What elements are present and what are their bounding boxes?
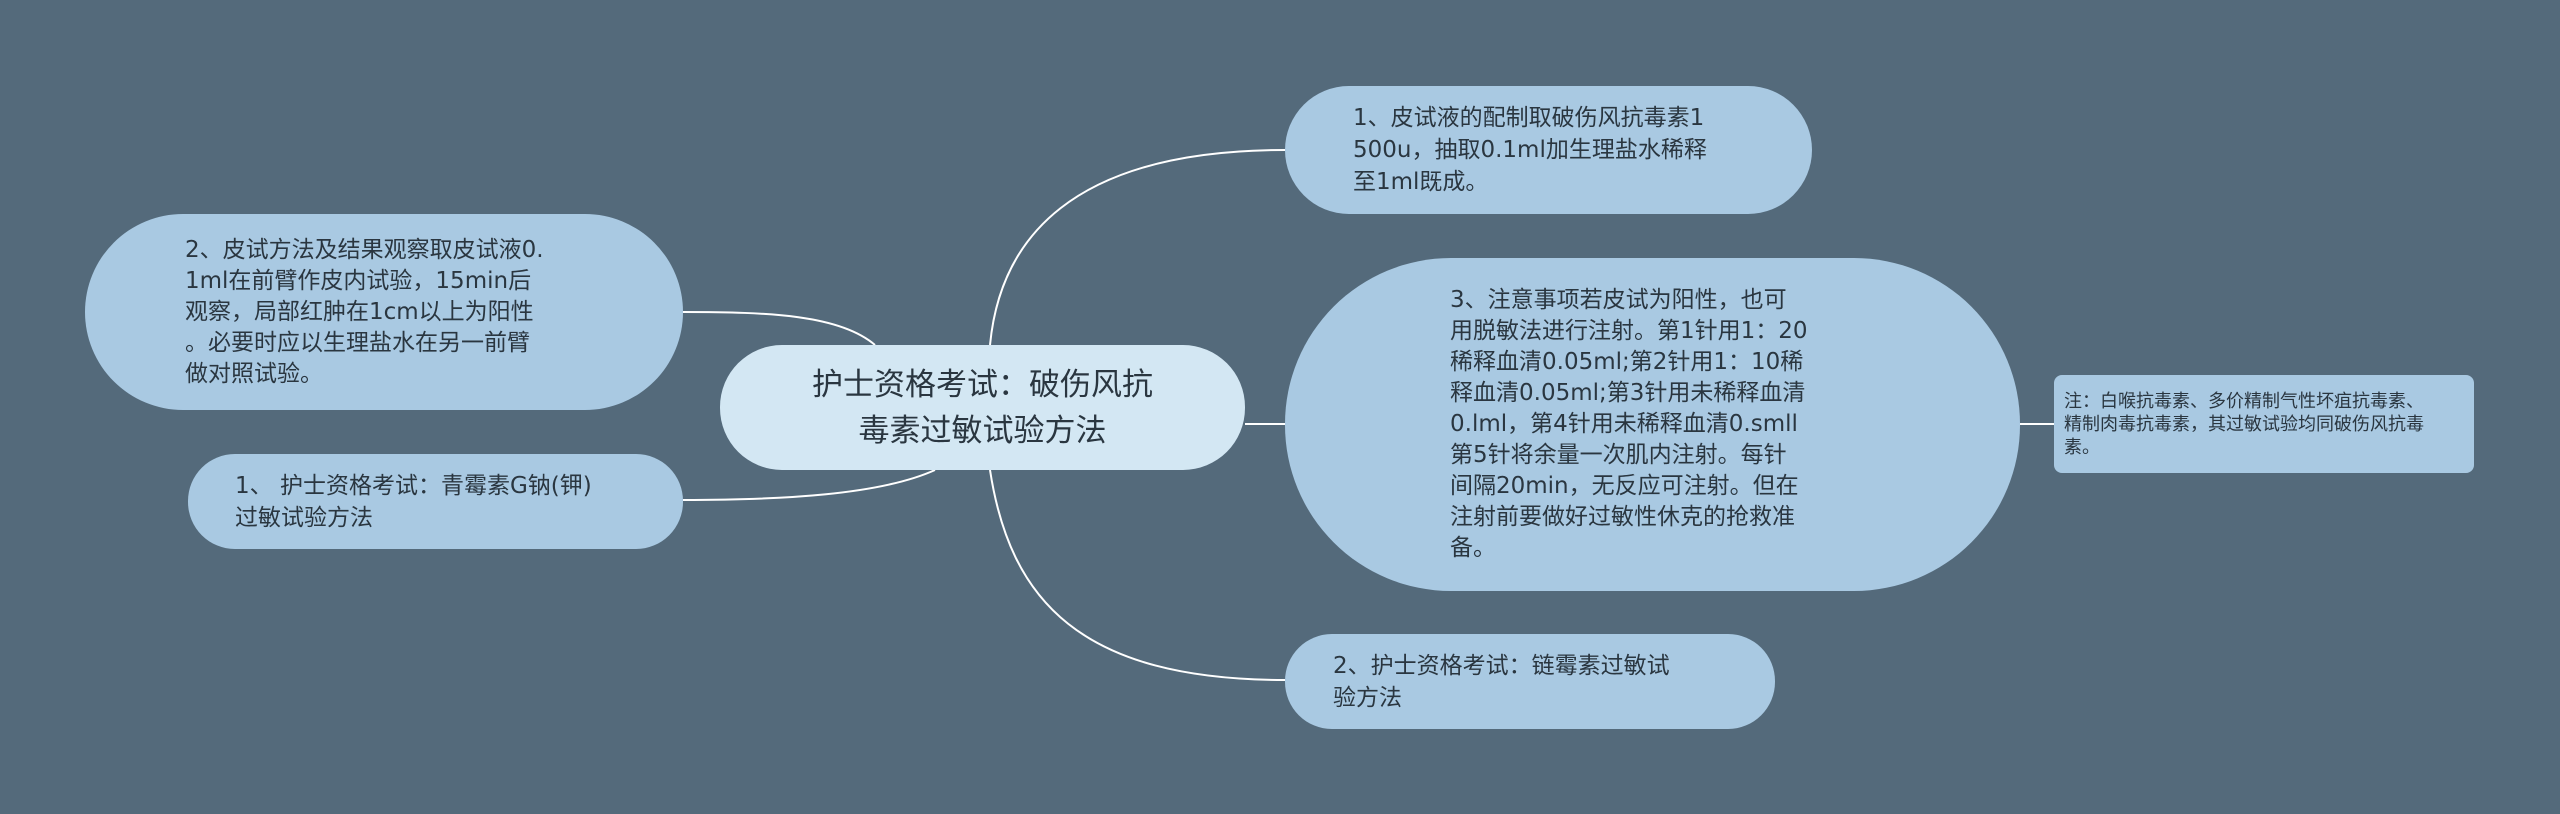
- node-penicillin-test[interactable]: 1、 护士资格考试：青霉素G钠(钾) 过敏试验方法: [188, 454, 683, 549]
- node-antitoxin-note-text: 注：白喉抗毒素、多价精制气性坏疽抗毒素、 精制肉毒抗毒素，其过敏试验均同破伤风抗…: [2064, 390, 2424, 458]
- node-skin-test-preparation-text: 1、皮试液的配制取破伤风抗毒素1 500u，抽取0.1ml加生理盐水稀释 至1m…: [1353, 105, 1707, 195]
- link-root-lianmei: [989, 469, 1286, 681]
- node-antitoxin-note[interactable]: 注：白喉抗毒素、多价精制气性坏疽抗毒素、 精制肉毒抗毒素，其过敏试验均同破伤风抗…: [2054, 375, 2474, 473]
- link-root-pishi: [989, 149, 1286, 346]
- node-skin-test-method[interactable]: 2、皮试方法及结果观察取皮试液0. 1ml在前臂作皮内试验，15min后 观察，…: [85, 214, 683, 410]
- node-skin-test-method-text: 2、皮试方法及结果观察取皮试液0. 1ml在前臂作皮内试验，15min后 观察，…: [185, 236, 544, 387]
- node-penicillin-test-text: 1、 护士资格考试：青霉素G钠(钾) 过敏试验方法: [235, 472, 592, 531]
- root-topic-label: 护士资格考试：破伤风抗 毒素过敏试验方法: [812, 366, 1153, 449]
- node-streptomycin-test-text: 2、护士资格考试：链霉素过敏试 验方法: [1333, 652, 1670, 711]
- link-root-qingmei: [682, 469, 936, 501]
- node-precautions[interactable]: 3、注意事项若皮试为阳性，也可 用脱敏法进行注射。第1针用1：20 稀释血清0.…: [1285, 258, 2020, 591]
- node-precautions-text: 3、注意事项若皮试为阳性，也可 用脱敏法进行注射。第1针用1：20 稀释血清0.…: [1450, 287, 1808, 561]
- node-streptomycin-test[interactable]: 2、护士资格考试：链霉素过敏试 验方法: [1285, 634, 1775, 729]
- node-skin-test-preparation[interactable]: 1、皮试液的配制取破伤风抗毒素1 500u，抽取0.1ml加生理盐水稀释 至1m…: [1285, 86, 1812, 214]
- root-topic[interactable]: 护士资格考试：破伤风抗 毒素过敏试验方法: [720, 345, 1245, 470]
- link-root-fangfa: [682, 311, 876, 346]
